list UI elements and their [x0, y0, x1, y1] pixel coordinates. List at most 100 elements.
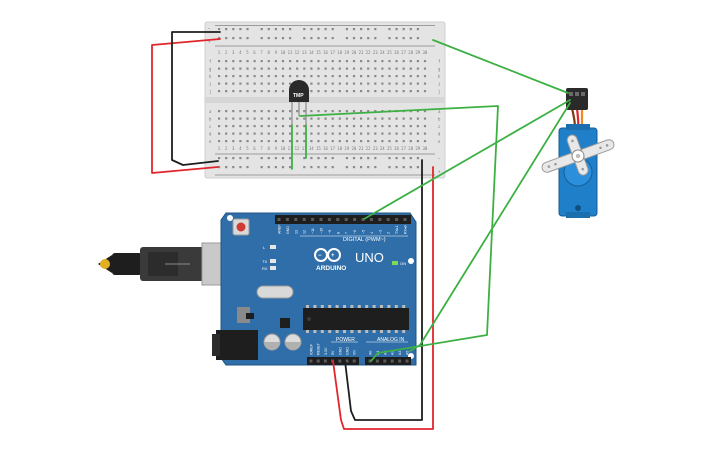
wire-green-servo-signal[interactable]	[363, 99, 571, 220]
terminal-hole	[338, 75, 341, 78]
terminal-hole	[360, 82, 363, 85]
terminal-hole	[317, 117, 320, 120]
pin-label: A3	[391, 351, 395, 355]
led-label-rx: RX	[262, 266, 268, 271]
column-number: 29	[415, 146, 420, 151]
terminal-hole	[338, 132, 341, 135]
rail-hole	[218, 28, 221, 31]
header-pin[interactable]	[302, 218, 306, 221]
terminal-hole	[331, 75, 334, 78]
header-pin[interactable]	[336, 218, 340, 221]
header-pin[interactable]	[403, 218, 407, 221]
header-pin[interactable]	[353, 218, 357, 221]
header-pin[interactable]	[323, 359, 327, 363]
terminal-hole	[416, 67, 419, 70]
rail-hole	[239, 37, 242, 40]
terminal-hole	[281, 67, 285, 70]
pin-label: RX◂0	[404, 225, 408, 234]
wire-red-rail-loop[interactable]	[151, 38, 221, 174]
column-number: 22	[366, 146, 371, 151]
terminal-hole	[331, 110, 334, 113]
terminal-hole	[232, 110, 235, 113]
header-pin[interactable]	[395, 218, 399, 221]
terminal-hole	[246, 60, 249, 63]
terminal-hole	[324, 110, 327, 113]
terminal-hole	[388, 117, 391, 120]
led-tx	[270, 259, 276, 263]
wire-green-servo-power[interactable]	[432, 39, 569, 94]
terminal-hole	[281, 132, 285, 135]
pin-label: Vin	[353, 350, 357, 355]
terminal-hole	[360, 117, 363, 120]
terminal-hole	[352, 117, 356, 120]
header-pin[interactable]	[338, 359, 342, 363]
analog-header-label: ANALOG IN	[377, 337, 405, 343]
pin-label: A2	[383, 351, 387, 355]
wire-green-servo-return[interactable]	[409, 102, 571, 352]
terminal-hole	[331, 140, 334, 143]
column-number: 28	[408, 50, 413, 55]
wire-red-5v[interactable]	[332, 166, 434, 430]
column-number: 30	[422, 146, 427, 151]
pin-label: A0	[369, 351, 373, 355]
header-pin[interactable]	[327, 218, 331, 221]
chip-leg	[394, 330, 398, 333]
terminal-hole	[267, 60, 270, 63]
header-pin[interactable]	[383, 359, 387, 363]
header-pin[interactable]	[311, 218, 315, 221]
rail-hole	[345, 37, 348, 40]
terminal-hole	[374, 90, 377, 93]
header-pin[interactable]	[345, 359, 349, 363]
analog-header	[365, 357, 411, 365]
header-pin[interactable]	[390, 359, 394, 363]
column-number: 25	[387, 50, 392, 55]
terminal-hole	[267, 140, 270, 143]
terminal-hole	[395, 132, 398, 135]
column-number: 15	[316, 50, 321, 55]
rail-hole	[289, 166, 292, 169]
atmega-chip	[303, 308, 409, 330]
header-pin[interactable]	[361, 218, 365, 221]
header-pin[interactable]	[319, 218, 323, 221]
header-pin[interactable]	[352, 359, 356, 363]
rail-hole	[331, 157, 334, 160]
row-letter: f	[438, 59, 441, 64]
header-pin[interactable]	[398, 359, 402, 363]
header-pin[interactable]	[369, 218, 373, 221]
header-pin[interactable]	[378, 218, 382, 221]
reset-button-cap[interactable]	[236, 222, 246, 232]
terminal-hole	[345, 117, 348, 120]
terminal-hole	[338, 117, 341, 120]
row-letter: d	[438, 132, 441, 137]
header-pin[interactable]	[277, 218, 281, 221]
header-pin[interactable]	[375, 359, 379, 363]
chip-leg	[343, 330, 346, 333]
rail-plus-top: +	[208, 39, 211, 44]
header-pin[interactable]	[368, 359, 372, 363]
header-pin[interactable]	[316, 359, 320, 363]
header-pin[interactable]	[405, 359, 409, 363]
terminal-hole	[246, 75, 249, 78]
column-number: 11	[288, 146, 293, 151]
terminal-hole	[267, 90, 270, 93]
terminal-hole	[317, 82, 320, 85]
terminal-hole	[402, 67, 405, 70]
wire-green-a0[interactable]	[299, 105, 499, 362]
header-pin[interactable]	[285, 218, 289, 221]
terminal-hole	[281, 82, 285, 85]
terminal-hole	[310, 125, 313, 128]
header-pin[interactable]	[309, 359, 313, 363]
header-pin[interactable]	[386, 218, 390, 221]
wire-black-rail-loop[interactable]	[171, 31, 221, 166]
terminal-hole	[381, 125, 384, 128]
pin-label: 8	[336, 232, 340, 234]
header-pin[interactable]	[344, 218, 348, 221]
terminal-hole	[338, 60, 341, 63]
wire-black-gnd[interactable]	[344, 159, 423, 421]
terminal-hole	[360, 60, 363, 63]
terminal-hole	[274, 82, 277, 85]
terminal-hole	[253, 132, 256, 135]
row-letter: g	[209, 67, 212, 72]
header-pin[interactable]	[294, 218, 298, 221]
terminal-hole	[239, 75, 242, 78]
